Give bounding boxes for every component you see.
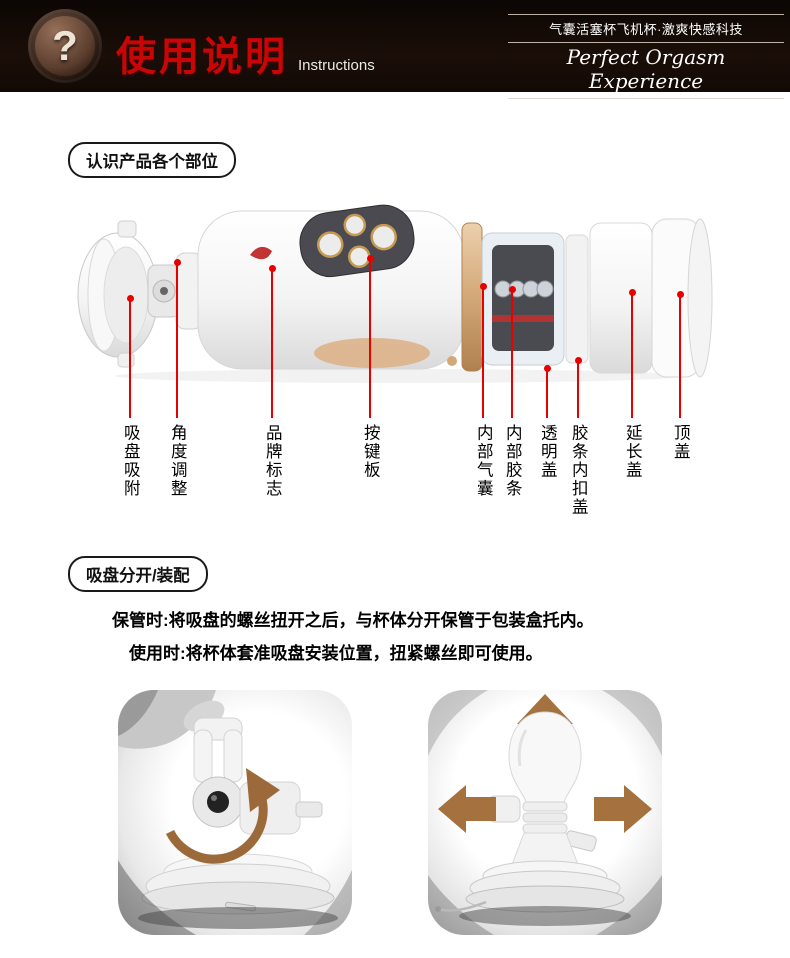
part-label: 延长盖 xyxy=(623,424,642,480)
title-cn: 使用说明 xyxy=(116,35,288,79)
callout-line xyxy=(679,294,681,418)
inner-seal-cover xyxy=(565,234,589,364)
brand-logo xyxy=(250,246,272,260)
bracket-arm xyxy=(193,729,213,783)
instruction-line-usage: 使用时:将杯体套准吸盘安装位置，扭紧螺丝即可使用。 xyxy=(129,644,543,663)
section-heading-assembly: 吸盘分开/装配 xyxy=(68,556,208,592)
divider xyxy=(508,14,784,15)
right-arrow-icon xyxy=(594,785,652,833)
corner-vignette xyxy=(602,690,662,756)
callout-line xyxy=(482,286,484,418)
callout-line xyxy=(369,258,371,418)
part-label: 内部气囊 xyxy=(474,424,493,498)
neck-ridge xyxy=(522,812,568,823)
screw-highlight xyxy=(211,795,217,801)
part-label: 吸盘吸附 xyxy=(121,424,140,498)
neck-ridge xyxy=(522,823,568,834)
tagline-en: Perfect Orgasm Experience xyxy=(566,45,726,93)
latch xyxy=(295,801,323,818)
disassembly-illustration xyxy=(118,690,352,935)
assembly-illustration xyxy=(428,690,662,935)
part-label: 品牌标志 xyxy=(263,424,282,498)
assembly-instructions: 保管时:将吸盘的螺丝扭开之后，与杯体分开保管于包装盒托内。 使用时:将杯体套准吸… xyxy=(112,604,594,670)
wire xyxy=(437,900,487,912)
screw-center xyxy=(207,791,229,813)
ground-shadow xyxy=(138,907,338,929)
rotate-arrow-icon xyxy=(165,785,268,864)
transparent-chamber xyxy=(481,232,565,366)
hand-shadow xyxy=(118,690,158,736)
callout-line xyxy=(271,268,273,418)
extension-cover xyxy=(589,222,653,374)
corner-vignette xyxy=(118,860,196,935)
suction-cup xyxy=(77,220,159,368)
callout-line xyxy=(577,360,579,418)
callout-line xyxy=(176,262,178,418)
button-panel xyxy=(299,204,415,278)
corner-vignette xyxy=(428,690,488,756)
page-title: 使用说明 Instructions xyxy=(116,24,375,82)
callout-line xyxy=(129,298,131,418)
rotate-arrowhead-icon xyxy=(246,768,280,812)
photo-assembly xyxy=(428,690,662,935)
section-heading-parts: 认识产品各个部位 xyxy=(68,142,236,178)
callout-line xyxy=(631,292,633,418)
corner-vignette xyxy=(428,875,494,935)
callout-line xyxy=(546,368,548,418)
instruction-line-storage: 保管时:将吸盘的螺丝扭开之后，与杯体分开保管于包装盒托内。 xyxy=(112,611,594,630)
title-en: Instructions xyxy=(298,57,375,74)
top-cap xyxy=(651,218,713,378)
part-label: 按键板 xyxy=(361,424,380,480)
divider xyxy=(508,98,784,99)
tagline-block: 气囊活塞杯飞机杯·激爽快感科技 Perfect Orgasm Experienc… xyxy=(508,14,784,99)
left-arrow-icon xyxy=(438,785,496,833)
tagline-cn: 气囊活塞杯飞机杯·激爽快感科技 xyxy=(549,22,743,37)
question-badge-icon: ? xyxy=(28,9,102,83)
part-label: 透明盖 xyxy=(538,424,557,480)
part-label: 顶盖 xyxy=(671,424,690,461)
part-label: 内部胶条 xyxy=(503,424,522,498)
callout-line xyxy=(511,289,513,418)
bracket-arm xyxy=(223,729,243,783)
wire-tip xyxy=(435,906,441,912)
corner-vignette xyxy=(596,875,662,935)
bulb-highlight xyxy=(517,729,528,767)
product-shadow xyxy=(115,369,685,383)
ground-shadow xyxy=(459,906,631,926)
question-mark: ? xyxy=(52,22,78,69)
neck-ridge xyxy=(522,801,568,812)
product-illustration xyxy=(77,204,713,383)
corner-vignette xyxy=(304,870,352,935)
part-label: 胶条内扣盖 xyxy=(569,424,588,517)
header: ? 使用说明 Instructions 气囊活塞杯飞机杯·激爽快感科技 Perf… xyxy=(0,0,790,99)
part-label: 角度调整 xyxy=(168,424,187,498)
gold-collar xyxy=(461,222,483,372)
photo-disassembly xyxy=(118,690,352,935)
divider xyxy=(508,42,784,43)
